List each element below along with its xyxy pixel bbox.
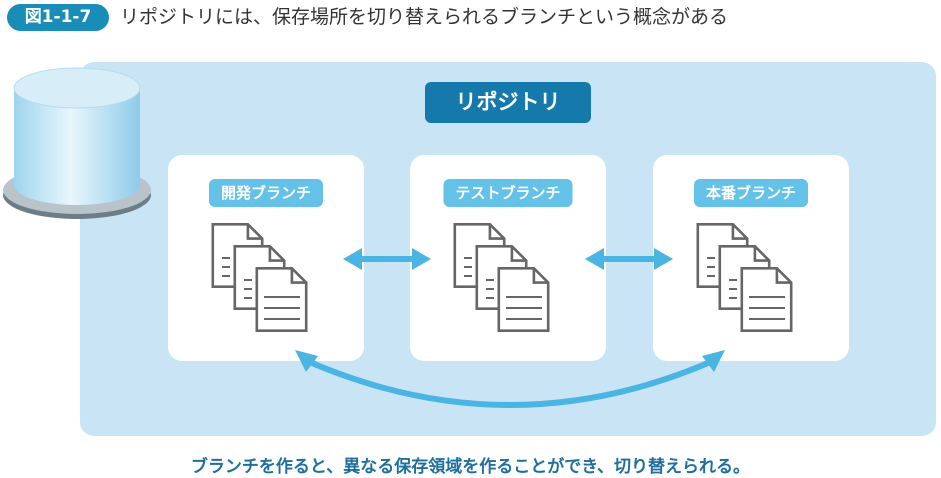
figure-title: リポジトリには、保存場所を切り替えられるブランチという概念がある <box>120 6 729 28</box>
documents-icon <box>453 223 550 332</box>
branch-label: 本番ブランチ <box>693 179 809 207</box>
figure-label: 図1-1-7 <box>7 4 109 31</box>
arrow-dev-test <box>343 248 431 270</box>
repository-label: リポジトリ <box>425 82 591 123</box>
arrow-dev-prod <box>295 350 725 408</box>
branch-card-dev[interactable]: 開発ブランチ <box>168 155 364 361</box>
documents-icon <box>696 223 793 332</box>
branch-card-prod[interactable]: 本番ブランチ <box>653 155 849 361</box>
branch-label: テストブランチ <box>443 179 573 207</box>
database-icon <box>3 67 151 219</box>
diagram-caption: ブランチを作ると、異なる保存領域を作ることができ、切り替えられる。 <box>190 457 751 477</box>
branch-label: 開発ブランチ <box>208 179 324 207</box>
documents-icon <box>211 223 308 332</box>
arrow-test-prod <box>585 248 673 270</box>
branch-card-test[interactable]: テストブランチ <box>410 155 606 361</box>
